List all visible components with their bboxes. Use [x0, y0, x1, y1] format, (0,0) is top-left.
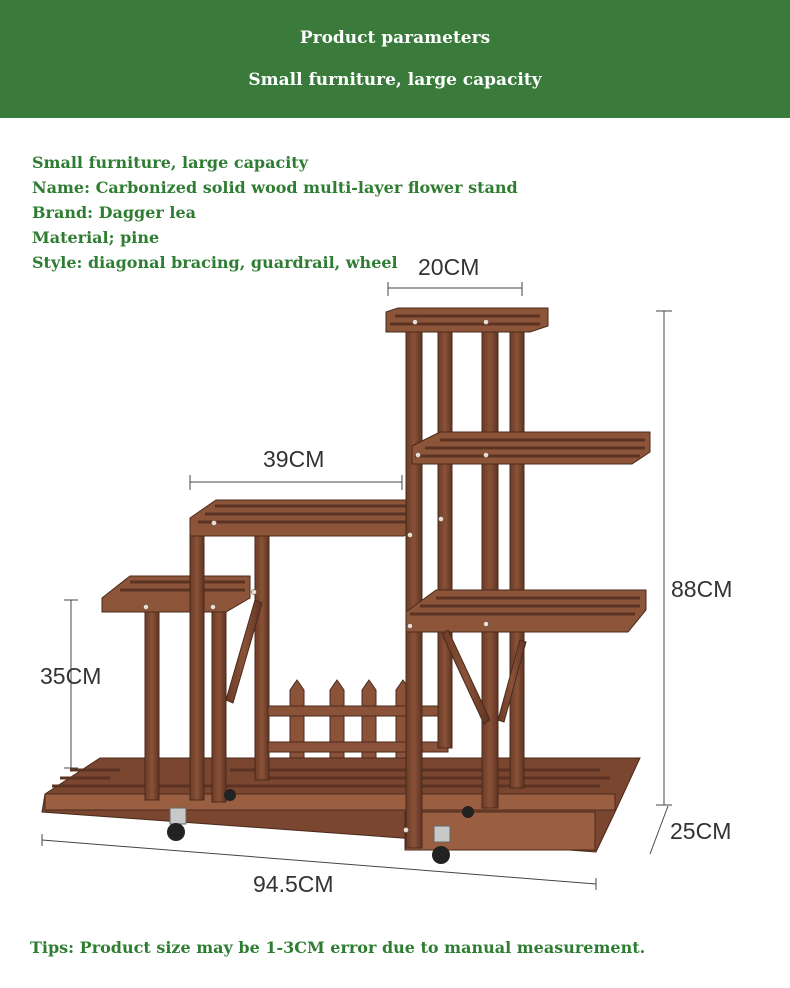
dim-middle-width: 39CM: [263, 446, 325, 472]
banner-title: Product parameters: [299, 28, 491, 48]
dim-total-length: 94.5CM: [253, 871, 334, 897]
spec-brand: Brand: Dagger lea: [32, 203, 197, 222]
measurement-tip: Tips: Product size may be 1-3CM error du…: [30, 938, 646, 957]
header-banner: Product parameters Small furniture, larg…: [0, 0, 790, 118]
dim-depth: 25CM: [670, 818, 732, 844]
spec-name: Name: Carbonized solid wood multi-layer …: [32, 178, 518, 197]
spec-material: Material; pine: [32, 228, 160, 247]
spec-tagline: Small furniture, large capacity: [32, 153, 308, 172]
banner-subtitle: Small furniture, large capacity: [248, 70, 542, 90]
spec-style: Style: diagonal bracing, guardrail, whee…: [32, 253, 398, 272]
wood-frame: [41, 307, 651, 853]
bolts: [143, 319, 489, 833]
caster-wheels: [167, 789, 474, 864]
dimension-lines: [41, 282, 672, 890]
dim-total-height: 88CM: [671, 576, 733, 602]
dim-top-width: 20CM: [418, 254, 480, 280]
dim-lower-height: 35CM: [40, 663, 102, 689]
spec-list: Small furniture, large capacity Name: Ca…: [32, 150, 518, 275]
